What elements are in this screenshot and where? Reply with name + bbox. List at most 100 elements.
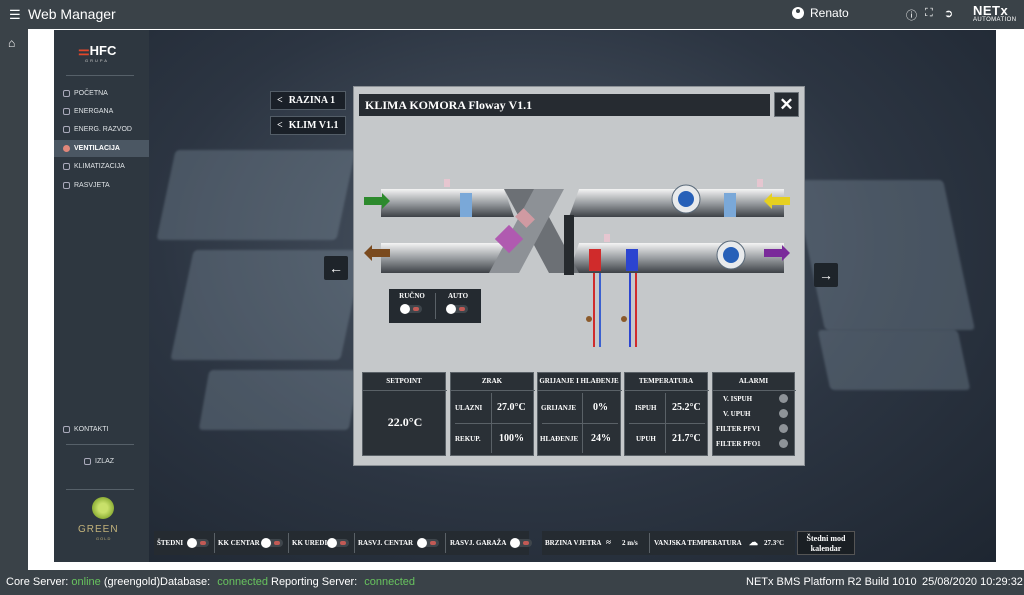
divider: [713, 390, 796, 391]
auto-mode: AUTO: [435, 292, 481, 315]
partner-logo-text: GREEN: [78, 524, 119, 535]
alarm-indicator: [779, 409, 788, 418]
back-razina-button[interactable]: <RAZINA 1: [270, 91, 346, 110]
sidebar-item-pocetna[interactable]: POČETNA: [54, 85, 149, 102]
auto-toggle[interactable]: [446, 304, 468, 315]
fullscreen-icon[interactable]: ⛶: [925, 7, 933, 19]
next-button[interactable]: →: [814, 263, 838, 287]
building-shape: [198, 370, 360, 430]
rasvj-centar-toggle[interactable]: [417, 538, 439, 548]
home-icon[interactable]: ⌂: [8, 36, 16, 50]
divider: [354, 533, 355, 553]
stedni-toggle[interactable]: [187, 538, 209, 548]
cooling-label: HLAĐENJE: [540, 435, 579, 443]
outside-temp-value: 27.3°C: [764, 539, 785, 547]
contacts-icon: [63, 426, 70, 433]
recup-label: REKUP.: [455, 435, 481, 443]
core-server-status: Core Server: online (greengold): [6, 576, 161, 588]
chevron-left-icon: <: [277, 95, 283, 106]
brand-sub: AUTOMATION: [973, 17, 1017, 23]
sidebar: ⚌HFC GRUPA POČETNA ENERGANA ENERG. RAZVO…: [54, 30, 149, 562]
quick-controls: ŠTEDNI KK CENTAR KK UREDI RASVJ. CENTAR …: [154, 531, 532, 555]
sidebar-item-klimatizacija[interactable]: KLIMATIZACIJA: [54, 158, 149, 175]
divider: [66, 444, 134, 445]
arrow-left-icon: ←: [329, 260, 343, 276]
valve-icon: [586, 316, 592, 322]
status-footer: Core Server: online (greengold) Database…: [0, 570, 1024, 595]
alarm-label: FILTER PFV1: [716, 425, 761, 433]
exhaust-label: ISPUH: [635, 404, 657, 412]
wind-value: 2 m/s: [622, 539, 638, 547]
hfc-logo: ⚌HFC: [78, 43, 117, 58]
close-button[interactable]: ✕: [774, 92, 799, 117]
info-icon[interactable]: ⓘ: [906, 10, 917, 22]
air-title: ZRAK: [481, 377, 503, 385]
manual-mode: RUČNO: [389, 292, 435, 315]
exhaust-out-arrow-icon: [364, 245, 390, 261]
wind-icon: ≈: [606, 537, 611, 547]
divider-wall: [564, 215, 574, 275]
exit-icon: [84, 458, 91, 465]
rasvj-garaza-toggle[interactable]: [510, 538, 532, 548]
weather-panel: BRZINA VJETRA ≈ 2 m/s VANJSKA TEMPERATUR…: [542, 531, 795, 555]
control-label: ŠTEDNI: [157, 539, 184, 547]
kk-uredi-toggle[interactable]: [327, 538, 349, 548]
setpoint-value[interactable]: 22.0°C: [387, 415, 423, 429]
cooling-value: 24%: [591, 433, 611, 444]
divider: [66, 75, 134, 76]
partner-logo-sub: GOLD: [96, 536, 112, 541]
building-shape: [793, 180, 975, 330]
back-klim-button[interactable]: <KLIM V1.1: [270, 116, 346, 135]
heat-cool-card: GRIJANJE I HLAĐENJE GRIJANJE 0% HLAĐENJE…: [537, 372, 622, 456]
divider: [451, 390, 535, 391]
heat-cool-title: GRIJANJE I HLAĐENJE: [539, 377, 619, 385]
ventilation-icon: [63, 145, 70, 152]
filter-icon: [724, 193, 736, 217]
panel-title: KLIMA KOMORA Floway V1.1: [359, 94, 770, 116]
sidebar-item-energ-razvod[interactable]: ENERG. RAZVOD: [54, 121, 149, 138]
sidebar-item-rasvjeta[interactable]: RASVJETA: [54, 177, 149, 194]
alarm-label: FILTER PFO1: [716, 440, 761, 448]
fresh-air-in-arrow-icon: [364, 193, 390, 209]
sensor-icon: [604, 234, 610, 242]
divider: [66, 489, 134, 490]
bms-stage: ⚌HFC GRUPA POČETNA ENERGANA ENERG. RAZVO…: [54, 30, 996, 562]
alarm-indicator: [779, 394, 788, 403]
sensor-icon: [444, 179, 450, 187]
sidebar-item-izlaz[interactable]: IZLAZ: [54, 453, 149, 470]
divider: [214, 533, 215, 553]
setpoint-title: SETPOINT: [386, 377, 422, 385]
sidebar-item-energana[interactable]: ENERGANA: [54, 103, 149, 120]
previous-button[interactable]: ←: [324, 256, 348, 280]
sidebar-item-kontakti[interactable]: KONTAKTI: [54, 421, 149, 438]
hamburger-menu-icon[interactable]: ☰: [9, 7, 21, 22]
cooling-coil-icon: [626, 249, 638, 271]
divider: [455, 423, 531, 424]
supply-value: 21.7°C: [672, 433, 701, 444]
kk-centar-toggle[interactable]: [261, 538, 283, 548]
logout-icon[interactable]: ➲: [944, 8, 954, 20]
divider: [629, 423, 705, 424]
alarms-title: ALARMI: [738, 377, 769, 385]
exhaust-fan-rotor: [678, 191, 694, 207]
app-title: Web Manager: [28, 6, 116, 22]
recup-value: 100%: [499, 433, 524, 444]
calendar-button[interactable]: Štedni mod kalendar: [797, 531, 855, 555]
manual-toggle[interactable]: [400, 304, 422, 315]
reporting-server-status: Reporting Server: connected: [271, 576, 416, 588]
cloud-sun-icon: ☁: [749, 537, 758, 547]
alarm-label: V. UPUH: [723, 410, 751, 418]
left-rail: ⌂: [0, 29, 28, 570]
divider: [625, 390, 709, 391]
divider: [542, 423, 618, 424]
divider: [538, 390, 622, 391]
upper-duct-left: [381, 189, 514, 217]
platform-version: NETx BMS Platform R2 Build 1010: [746, 576, 917, 588]
close-icon: ✕: [779, 94, 794, 114]
sidebar-item-ventilacija[interactable]: VENTILACIJA: [54, 140, 149, 157]
ahu-diagram: [364, 179, 790, 347]
user-name: Renato: [810, 6, 849, 20]
user-menu[interactable]: Renato: [792, 6, 849, 20]
air-card: ZRAK ULAZNI 27.0°C REKUP. 100%: [450, 372, 535, 456]
heating-coil-icon: [589, 249, 601, 271]
